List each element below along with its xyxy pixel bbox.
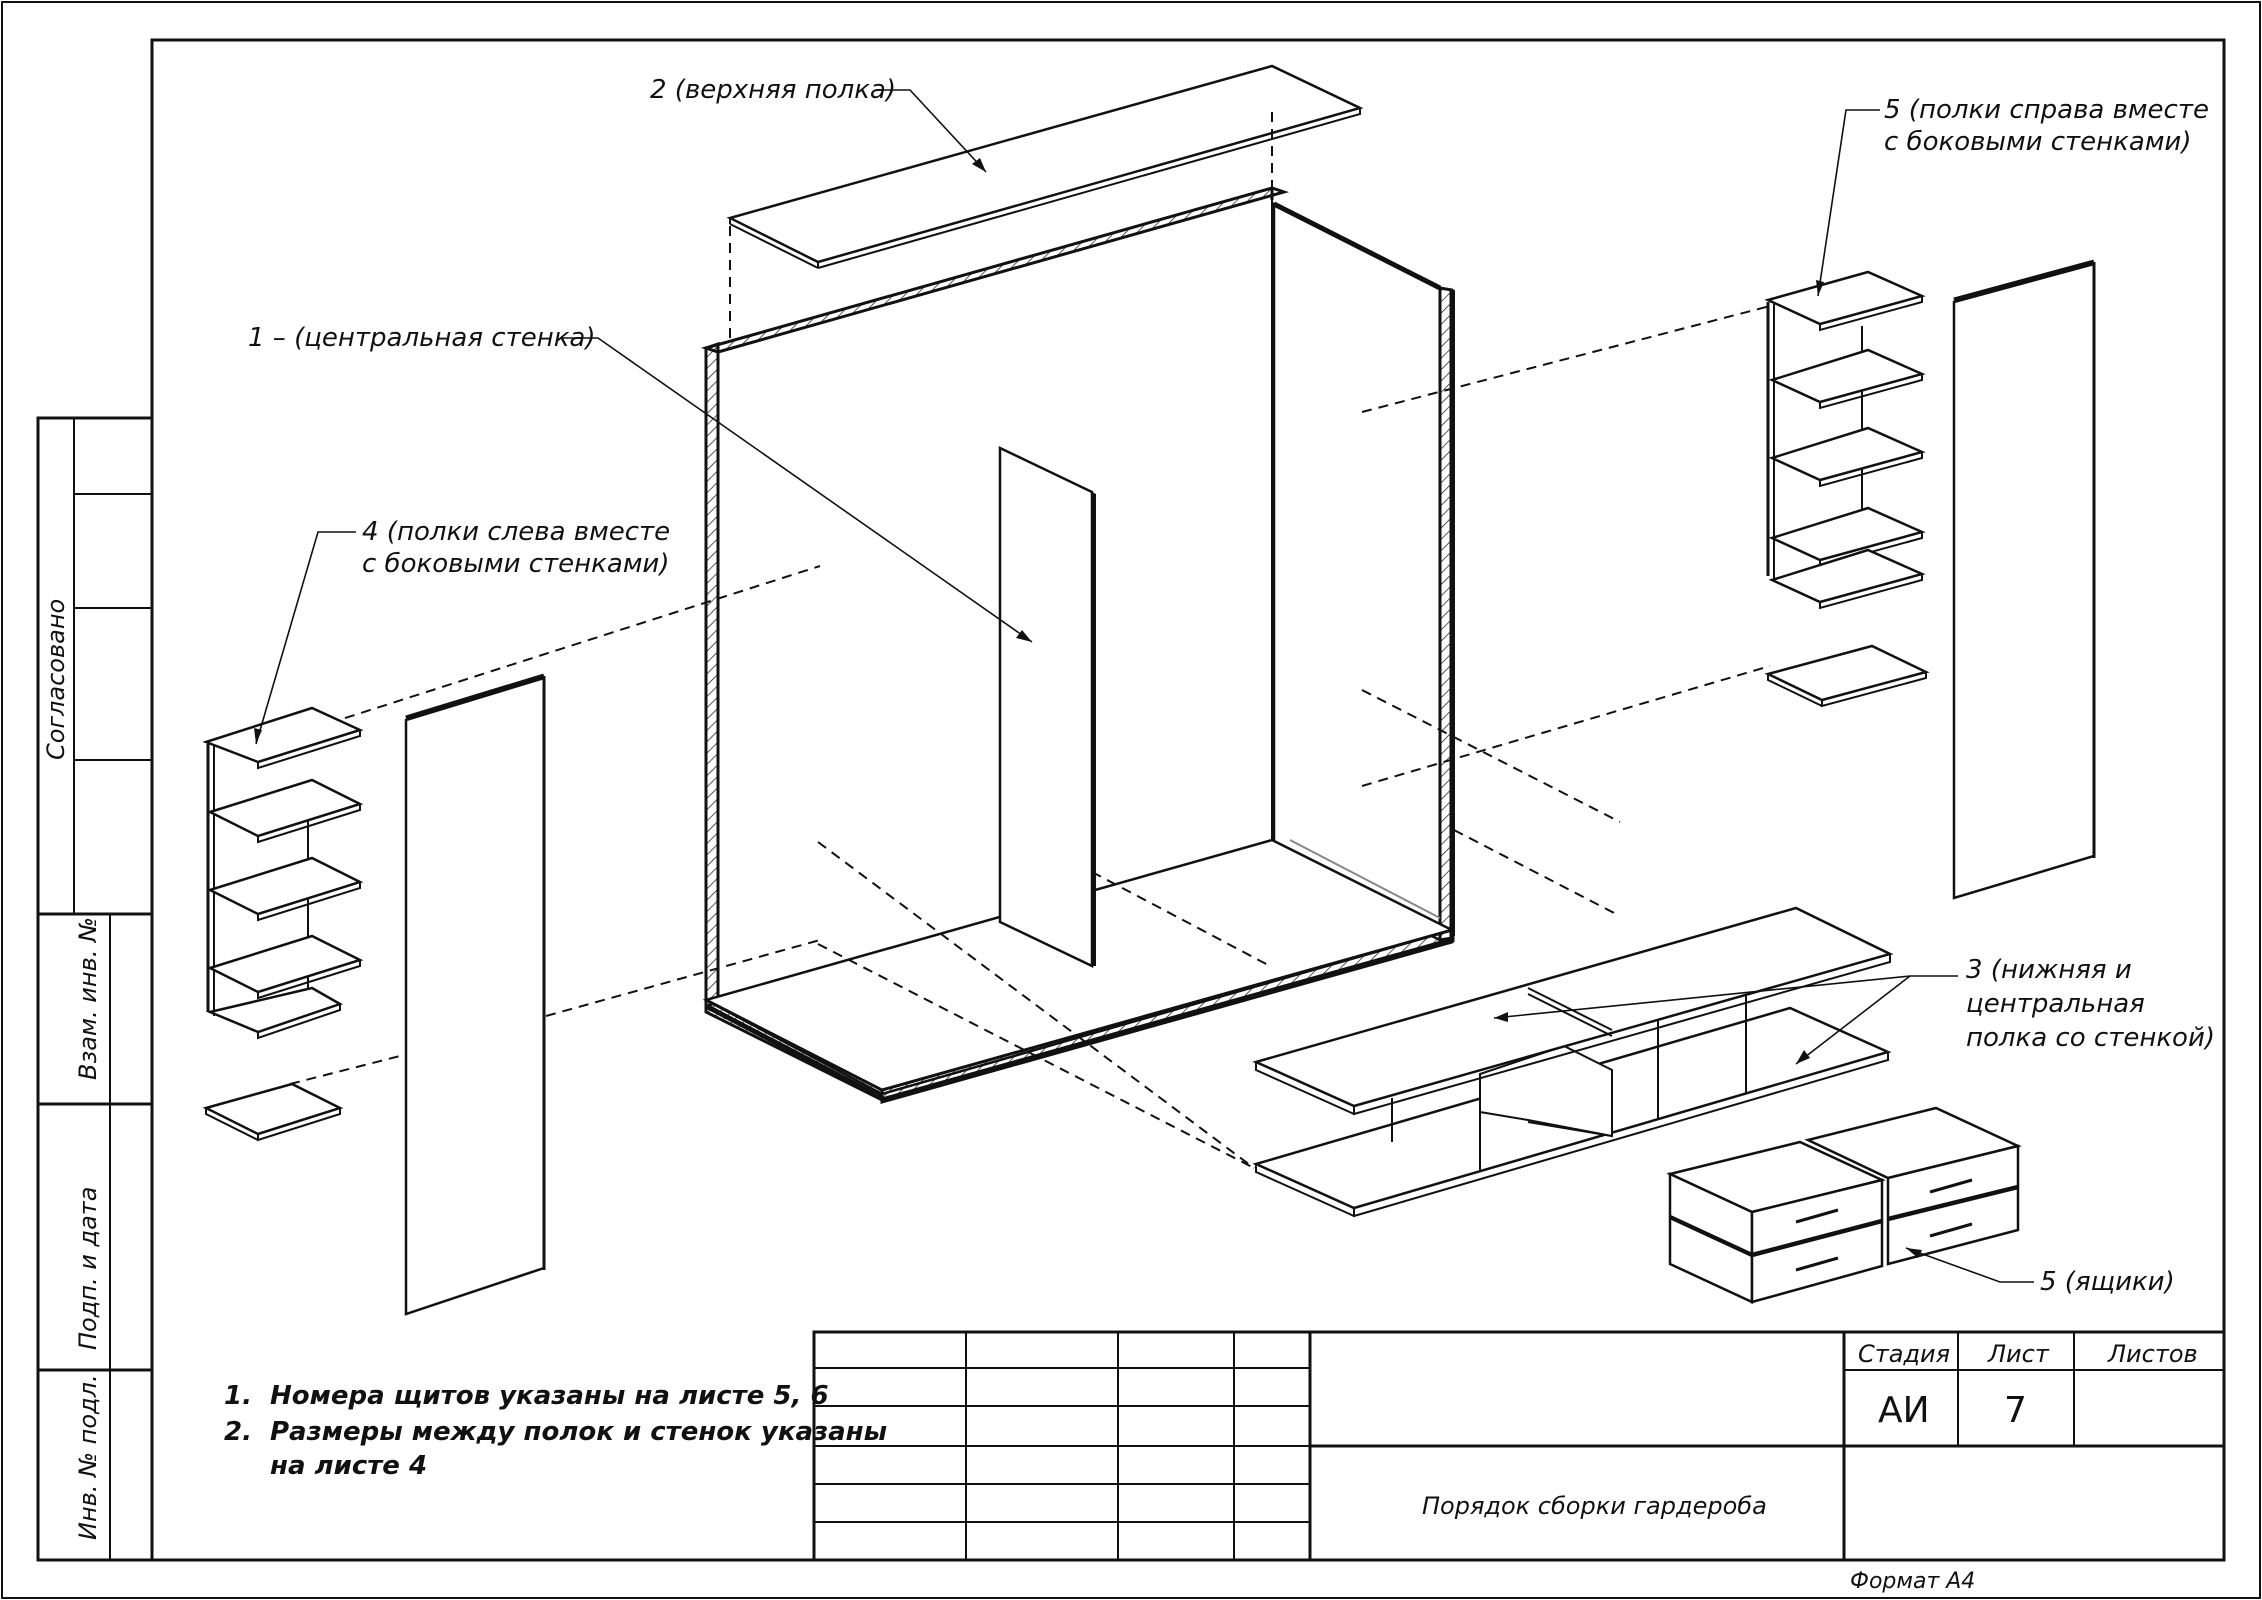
right-shelves-callout: 5 (полки справа вместе с боковыми стенка…	[1816, 95, 2209, 297]
sign-date-label: Подп. и дата	[74, 1187, 102, 1351]
wardrobe-carcass	[700, 186, 1456, 1104]
agreed-label: Согласовано	[42, 599, 70, 760]
top-shelf-panel	[726, 64, 1364, 269]
title-block: Стадия Лист Листов АИ 7 Порядок сборки г…	[812, 1330, 2226, 1562]
note-2-number: 2.	[224, 1417, 252, 1447]
top-shelf-callout: 2 (верхняя полка)	[650, 75, 987, 173]
left-unit-guide	[289, 1055, 401, 1085]
left-shelves-label-2: с боковыми стенками)	[362, 549, 669, 579]
top-shelf-label: 2 (верхняя полка)	[650, 75, 896, 105]
drawers-label: 5 (ящики)	[2040, 1267, 2175, 1297]
note-2-text: Размеры между полок и стенок указаны	[270, 1417, 887, 1447]
bottom-shelf-label-2: центральная	[1966, 989, 2145, 1019]
bottom-shelf-label-3: полка со стенкой)	[1966, 1023, 2215, 1053]
sheet-value: 7	[2004, 1390, 2027, 1431]
drawer-bottom-right	[1886, 1186, 2020, 1266]
sheets-header: Листов	[2107, 1340, 2198, 1368]
central-wall-panel	[998, 446, 1096, 968]
drawing-title: Порядок сборки гардероба	[1422, 1492, 1767, 1520]
stage-value: АИ	[1878, 1390, 1930, 1431]
central-shelf-panel	[1252, 906, 1894, 1116]
sheet-header: Лист	[1987, 1340, 2050, 1368]
note-2-continuation: на листе 4	[270, 1451, 427, 1481]
right-side-wall	[1952, 259, 2096, 900]
central-wall-callout: 1 – (центральная стенка)	[248, 323, 1033, 643]
left-shelves-callout: 4 (полки слева вместе с боковыми стенкам…	[254, 517, 670, 745]
central-wall-label: 1 – (центральная стенка)	[248, 323, 595, 353]
drawer-bottom-left	[1668, 1216, 1884, 1304]
notes-block: 1. Номера щитов указаны на листе 5, 6 2.…	[224, 1381, 887, 1481]
drawers-callout: 5 (ящики)	[1905, 1247, 2175, 1297]
drawers-group	[1666, 1106, 2022, 1304]
stage-header: Стадия	[1858, 1340, 1950, 1368]
bottom-shelf-callout: 3 (нижняя и центральная полка со стенкой…	[1493, 955, 2215, 1065]
left-side-wall	[404, 673, 546, 1316]
carcass-guides	[263, 305, 1771, 1169]
right-shelves-label-2: с боковыми стенками)	[1884, 127, 2191, 157]
drawer-top-right	[1804, 1106, 2022, 1220]
note-1-number: 1.	[224, 1381, 252, 1411]
inv-orig-label: Инв. № подл.	[74, 1374, 102, 1540]
right-bottom-shelf	[1764, 644, 1930, 708]
right-shelves-label-1: 5 (полки справа вместе	[1884, 95, 2209, 125]
left-shelves-label-1: 4 (полки слева вместе	[362, 517, 670, 547]
drawer-top-left	[1666, 1140, 1886, 1256]
side-stamp: Согласовано Взам. инв. № Подп. и дата Ин…	[36, 416, 154, 1562]
replace-inv-label: Взам. инв. №	[74, 917, 102, 1080]
left-shelf-unit	[202, 706, 364, 1040]
right-shelf-unit	[1764, 270, 1926, 610]
left-bottom-shelf	[202, 1082, 344, 1142]
paper-format: Формат А4	[1850, 1569, 1975, 1594]
bottom-shelf-label-1: 3 (нижняя и	[1966, 955, 2132, 985]
note-1-text: Номера щитов указаны на листе 5, 6	[270, 1381, 829, 1411]
